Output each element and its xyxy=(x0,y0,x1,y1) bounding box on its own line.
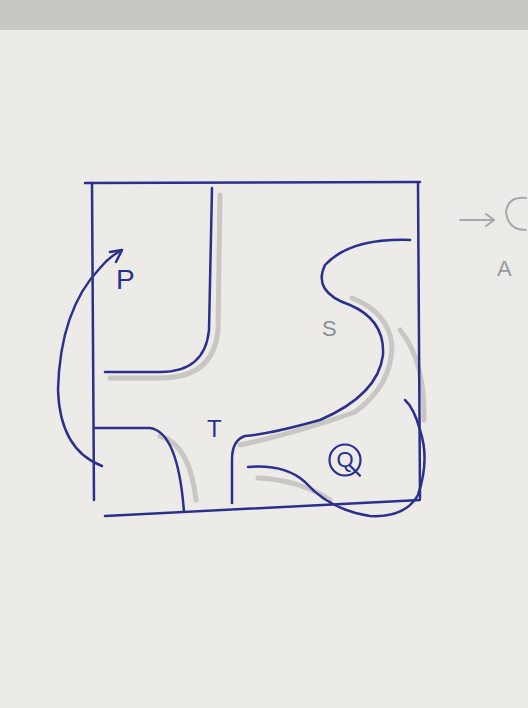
margin-letter: A xyxy=(497,258,512,280)
cut-glyph xyxy=(506,198,526,230)
node-letter: Q xyxy=(336,449,353,471)
circled-letter: Q xyxy=(328,443,362,477)
arrow-line xyxy=(460,214,494,226)
s-wall xyxy=(232,240,410,503)
margin-arrow xyxy=(460,198,526,230)
pencil-letter: S xyxy=(322,318,337,340)
u-wall xyxy=(105,188,212,372)
paper-edge xyxy=(0,0,528,30)
bottom-wall xyxy=(105,500,420,516)
t-left-wall xyxy=(95,428,184,512)
loop-arrowhead xyxy=(110,250,122,262)
top-wall xyxy=(85,182,420,183)
paper xyxy=(0,30,528,708)
left-loop xyxy=(58,250,122,466)
maze-walls xyxy=(58,182,425,516)
region-letter: P xyxy=(116,266,135,294)
right-wall xyxy=(418,183,420,498)
q-loop-wall xyxy=(248,400,425,516)
circle-ring xyxy=(330,445,361,476)
region-letter: T xyxy=(207,417,222,441)
left-wall xyxy=(92,183,94,500)
